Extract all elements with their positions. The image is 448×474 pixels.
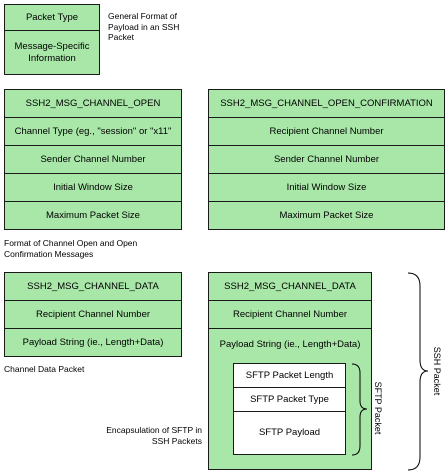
sftp-packet-length: SFTP Packet Length — [233, 363, 346, 388]
confirm-initial-window: Initial Window Size — [208, 173, 445, 202]
data-right-type: SSH2_MSG_CHANNEL_DATA — [208, 272, 372, 301]
sftp-packet-type: SFTP Packet Type — [233, 387, 346, 412]
ssh-brace — [407, 272, 429, 471]
sftp-caption: Encapsulation of SFTP in SSH Packets — [106, 425, 202, 446]
data-right-recipient: Recipient Channel Number — [208, 300, 372, 329]
general-message-specific: Message-Specific Information — [4, 30, 100, 75]
sftp-brace — [351, 363, 368, 456]
open-channel-type: Channel Type (eg., "session" or "x11" — [4, 117, 182, 146]
confirm-recipient-channel: Recipient Channel Number — [208, 117, 445, 146]
data-left-caption: Channel Data Packet — [4, 364, 85, 374]
data-right-payload-label: Payload String (ie., Length+Data) — [219, 339, 361, 350]
general-caption: General Format of Payload in an SSH Pack… — [108, 11, 180, 42]
confirm-max-packet: Maximum Packet Size — [208, 201, 445, 230]
general-packet-type: Packet Type — [4, 4, 100, 31]
open-caption: Format of Channel Open and Open Confirma… — [4, 238, 138, 259]
data-left-type: SSH2_MSG_CHANNEL_DATA — [4, 272, 182, 301]
ssh-brace-label: SSH Packet — [432, 346, 442, 396]
sftp-brace-label: SFTP Packet — [373, 381, 383, 435]
confirm-type: SSH2_MSG_CHANNEL_OPEN_CONFIRMATION — [208, 89, 445, 118]
sftp-payload: SFTP Payload — [233, 411, 346, 455]
data-left-payload: Payload String (ie., Length+Data) — [4, 328, 182, 357]
confirm-sender-channel: Sender Channel Number — [208, 145, 445, 174]
open-type: SSH2_MSG_CHANNEL_OPEN — [4, 89, 182, 118]
open-sender-channel: Sender Channel Number — [4, 145, 182, 174]
open-max-packet: Maximum Packet Size — [4, 201, 182, 230]
data-left-recipient: Recipient Channel Number — [4, 300, 182, 329]
open-initial-window: Initial Window Size — [4, 173, 182, 202]
